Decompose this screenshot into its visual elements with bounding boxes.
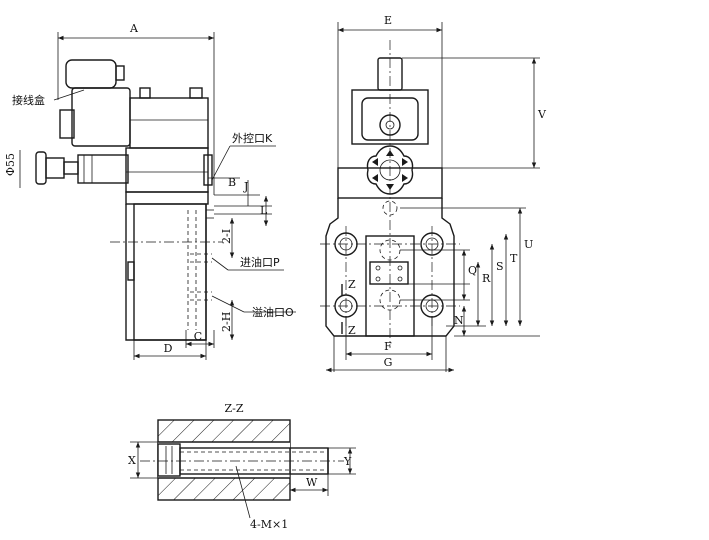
main-valve-body (110, 191, 222, 341)
overflow-port-label: 溢油口O (252, 305, 294, 319)
pilot-body (125, 147, 209, 193)
dim-Q-label: Q (468, 264, 477, 277)
dim-B-label: B (228, 176, 236, 189)
junction-box-label: 接线盒 (12, 93, 45, 107)
dim-Y-label: Y (343, 455, 352, 468)
side-view: E (320, 14, 547, 373)
dim-S-label: S (496, 260, 504, 273)
dim-D-label: D (164, 342, 173, 355)
bolt-spec-label: 4-M×1 (250, 518, 288, 531)
dim-2H-label: 2-H (220, 312, 233, 332)
dim-X-label: X (128, 454, 136, 467)
section-mark-bottom: Z (348, 324, 356, 337)
dim-W-label: W (306, 476, 318, 489)
front-view: A 接线盒 Φ55 (4, 22, 296, 360)
dim-E-label: E (384, 14, 392, 27)
dim-N-label: N (454, 314, 464, 327)
dim-V-label: V (537, 108, 547, 121)
dim-C-label: C (194, 330, 202, 343)
section-mark-top: Z (348, 278, 356, 291)
external-control-port-label: 外控口K (232, 131, 273, 145)
dim-U-label: U (524, 238, 533, 251)
dim-J-label: J (243, 180, 248, 193)
port-plate (369, 261, 409, 285)
dim-R-label: R (482, 272, 491, 285)
inlet-port-label: 进油口P (240, 255, 280, 269)
dim-L-label: L (260, 204, 268, 217)
section-title: Z-Z (224, 402, 243, 415)
phi-55-label: Φ55 (4, 153, 17, 176)
dim-T-label: T (510, 252, 518, 265)
section-view: Z-Z X Y W 4-M×1 (128, 402, 356, 531)
handwheel (35, 151, 129, 185)
dim-2I-label: 2-I (220, 229, 233, 244)
dim-A-label: A (129, 22, 139, 35)
junction-box (59, 59, 209, 149)
dim-G-label: G (384, 356, 393, 369)
dim-F-label: F (384, 340, 392, 353)
